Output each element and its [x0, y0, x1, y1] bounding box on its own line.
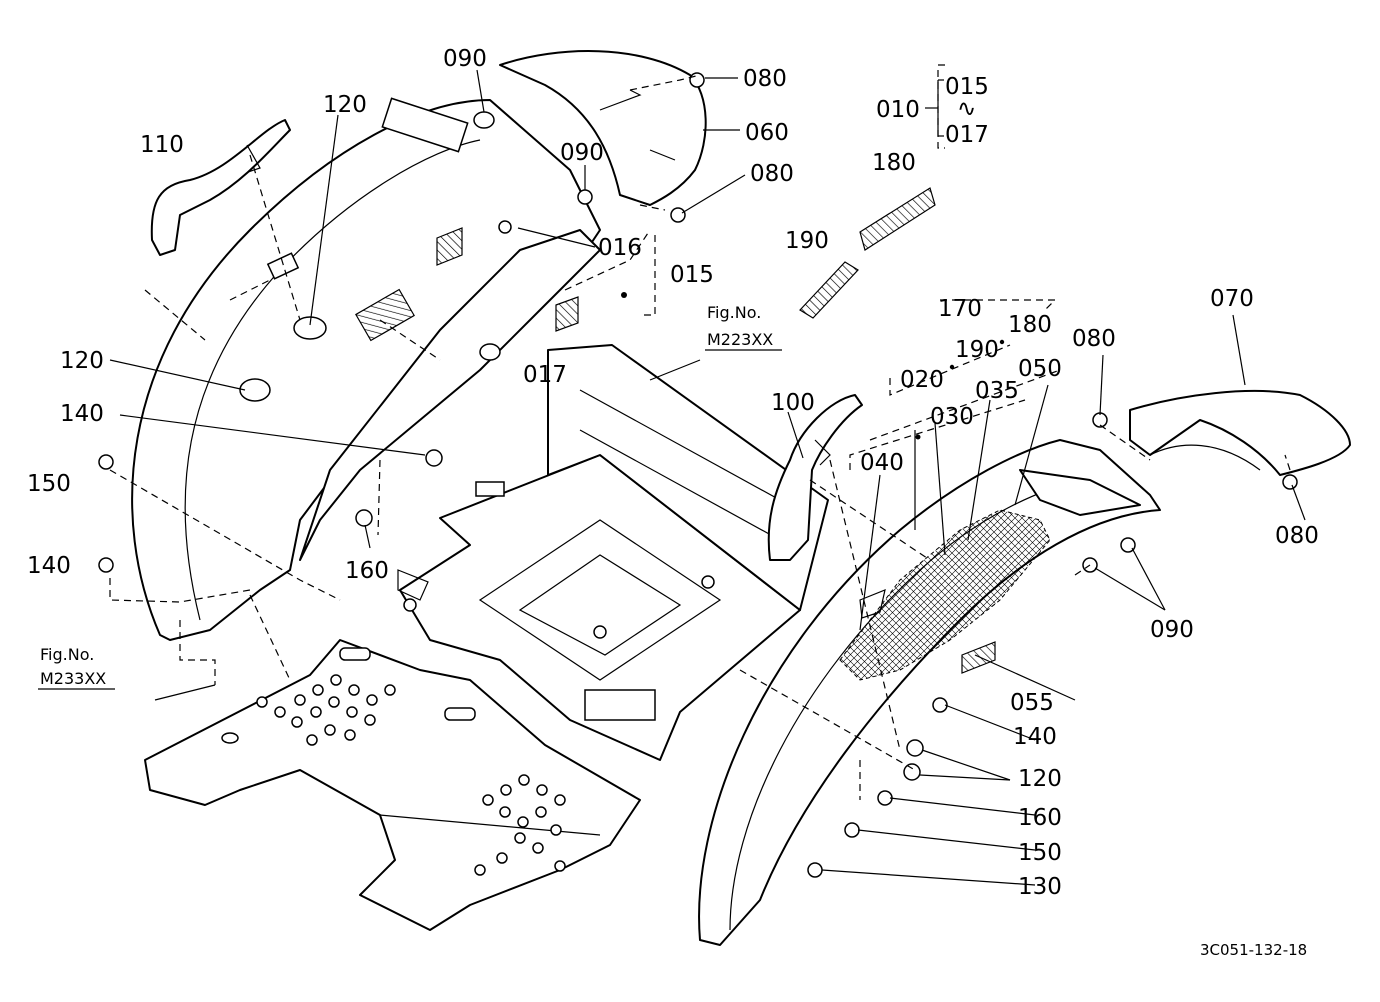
label-016: 016 [598, 235, 642, 261]
label-015: 015 [670, 262, 714, 288]
label-100: 100 [771, 390, 815, 416]
label-050: 050 [1018, 356, 1062, 382]
label-170: 170 [938, 296, 982, 322]
label-160-right: 160 [1018, 805, 1062, 831]
figure-ref-m233xx[interactable]: Fig.No. M233XX [38, 645, 115, 690]
label-090-mid: 090 [560, 140, 604, 166]
fig-ref-title-2: Fig.No. [40, 645, 94, 664]
decals [436, 187, 996, 674]
label-090-right: 090 [1150, 617, 1194, 643]
label-017-group: 017 [945, 122, 989, 148]
label-080-b: 080 [750, 161, 794, 187]
label-140-left: 140 [60, 401, 104, 427]
fig-ref-title-1: Fig.No. [707, 303, 761, 322]
assembly-lines [109, 64, 1291, 800]
label-090-top: 090 [443, 46, 487, 72]
fig-ref-code-1: M223XX [707, 330, 773, 349]
label-080-a: 080 [743, 66, 787, 92]
label-020: 020 [900, 367, 944, 393]
label-055: 055 [1010, 690, 1054, 716]
label-035: 035 [975, 378, 1019, 404]
label-150-left: 150 [27, 471, 71, 497]
center-frame [397, 344, 829, 761]
fasteners [98, 72, 1298, 878]
label-140-right: 140 [1013, 724, 1057, 750]
label-130: 130 [1018, 874, 1062, 900]
floor-plate [144, 639, 641, 931]
drawing-number: 3C051-132-18 [1200, 941, 1307, 959]
label-180-top: 180 [872, 150, 916, 176]
label-180-group: 180 [1008, 312, 1052, 338]
label-190-top: 190 [785, 228, 829, 254]
label-070: 070 [1210, 286, 1254, 312]
label-190-group: 190 [955, 337, 999, 363]
label-140-lower: 140 [27, 553, 71, 579]
grab-handle-110 [150, 119, 291, 256]
label-110: 110 [140, 132, 184, 158]
right-fender [698, 439, 1161, 946]
group-dots [621, 292, 1005, 440]
left-fender [131, 97, 601, 641]
label-080-d: 080 [1275, 523, 1319, 549]
group-bracket-010 [925, 79, 944, 137]
label-030: 030 [930, 404, 974, 430]
label-010: 010 [876, 97, 920, 123]
leader-lines [109, 69, 1306, 886]
label-017: 017 [523, 362, 567, 388]
label-015-group: 015 [945, 74, 989, 100]
label-120-top: 120 [323, 92, 367, 118]
range-tilde: ∿ [957, 96, 976, 122]
label-120-left: 120 [60, 348, 104, 374]
fender-extension-070 [1129, 389, 1351, 476]
floor-plate-holes [256, 674, 566, 876]
label-120-right: 120 [1018, 766, 1062, 792]
label-160-left: 160 [345, 558, 389, 584]
fig-ref-code-2: M233XX [40, 669, 106, 688]
fender-extension-060 [499, 50, 707, 206]
label-080-c: 080 [1072, 326, 1116, 352]
grab-handle-100 [767, 394, 863, 561]
label-060: 060 [745, 120, 789, 146]
part-number-labels: 090 120 110 080 060 090 080 010 015 ∿ 01… [27, 46, 1319, 900]
figure-ref-m223xx[interactable]: Fig.No. M223XX [705, 303, 782, 351]
label-040: 040 [860, 450, 904, 476]
label-150-right: 150 [1018, 840, 1062, 866]
